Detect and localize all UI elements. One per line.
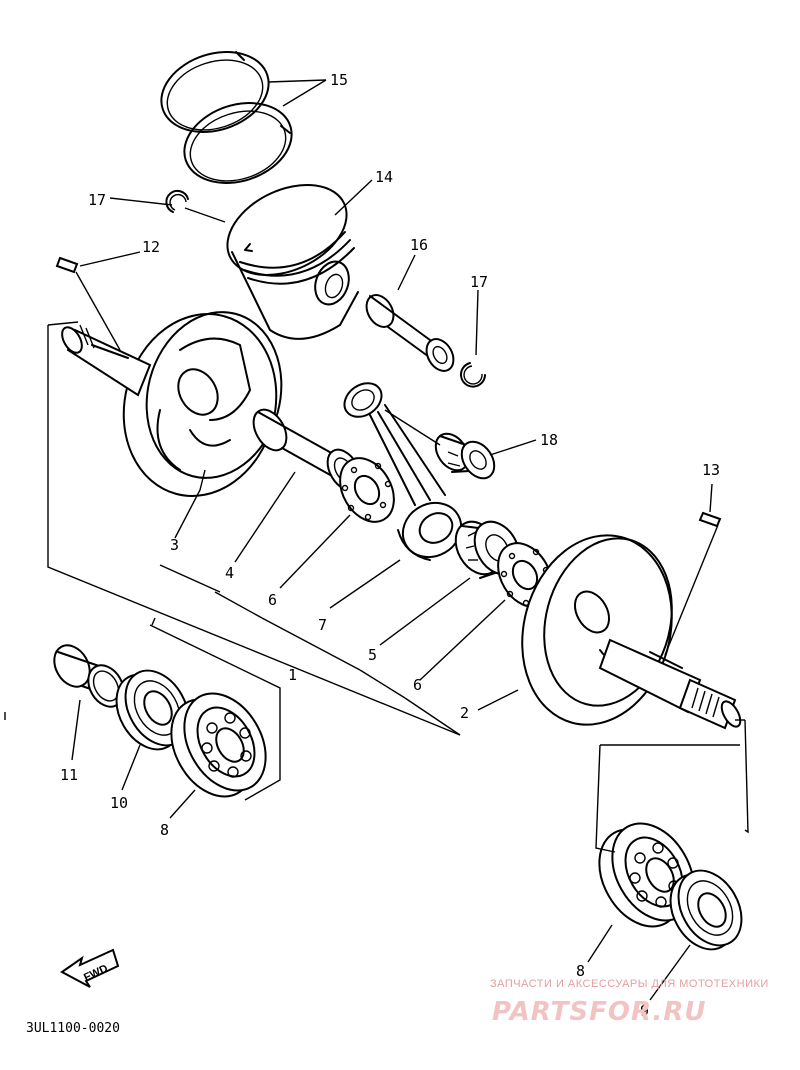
watermark-tagline: ЗАПЧАСТИ И АКСЕССУАРЫ ДЛЯ МОТОТЕХНИКИ [490,978,769,990]
watermark-brand: PARTSFOR.RU [492,997,706,1027]
woodruff-key-left [55,256,79,274]
callout-labels: 15 14 17 12 16 17 18 13 3 4 6 7 1 5 6 2 … [60,71,720,1020]
watermark: ЗАПЧАСТИ И АКСЕССУАРЫ ДЛЯ МОТОТЕХНИКИ PA… [490,978,769,1027]
piston-pin-circlip-left [165,189,189,213]
piston-pin [365,294,455,372]
leader-lines [47,79,749,1001]
connecting-rod [343,382,463,561]
callout-12: 12 [142,238,160,256]
crankshaft-spacer [53,644,125,708]
callout-17b: 17 [470,273,488,291]
callout-1: 1 [288,666,297,684]
callout-6a: 6 [268,591,277,609]
callout-16: 16 [410,236,428,254]
left-oil-seal [115,669,190,751]
callout-9: 9 [640,1002,649,1020]
forward-direction-arrow: FWD [60,948,120,988]
piston-rings [160,51,293,184]
callout-6b: 6 [413,676,422,694]
small-end-needle-bearing [434,432,496,480]
callout-13: 13 [702,461,720,479]
woodruff-key-right [698,511,722,528]
drawing-code: 3UL1100-0020 [26,1021,120,1036]
callout-8b: 8 [576,962,585,980]
right-oil-seal [669,869,743,951]
crankshaft-left-half [61,311,283,497]
callout-18: 18 [540,431,558,449]
callout-15: 15 [330,71,348,89]
callout-2: 2 [460,704,469,722]
piston-pin-circlip-right [460,362,486,388]
callout-4: 4 [225,564,234,582]
callout-10: 10 [110,794,128,812]
callout-14: 14 [375,168,393,186]
callout-5: 5 [368,646,377,664]
callout-17a: 17 [88,191,106,209]
callout-3: 3 [170,536,179,554]
left-main-bearing [170,692,267,798]
callout-7: 7 [318,616,327,634]
piston [226,184,359,340]
crankshaft-right-half [521,534,742,730]
callout-8a: 8 [160,821,169,839]
thrust-washer-left [339,457,395,523]
callout-11: 11 [60,766,78,784]
